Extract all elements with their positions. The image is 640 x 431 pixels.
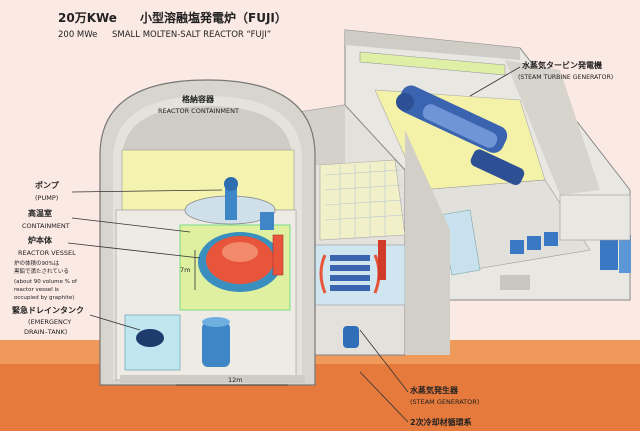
ground bbox=[0, 360, 640, 431]
vessel-note-2: 黒鉛で満たされている bbox=[14, 267, 69, 275]
drain-label-en-1: (EMERGENCY bbox=[28, 318, 71, 326]
vessel-label-jp: 炉本体 bbox=[28, 235, 53, 245]
secondary-loop-label-jp: 2次冷却材循環系 bbox=[410, 417, 472, 427]
sg-label-jp: 水蒸気発生器 bbox=[409, 385, 459, 395]
vessel-label-en: REACTOR VESSEL bbox=[18, 249, 76, 257]
turbine-label-jp: 水蒸気タービン発電機 bbox=[521, 60, 602, 70]
containment-label-en: REACTOR CONTAINMENT bbox=[158, 107, 239, 115]
title-name-jp: 小型溶融塩発電炉（FUJI） bbox=[140, 10, 287, 25]
vessel-note-5: occupied by graphite) bbox=[14, 295, 74, 301]
pump-label-jp: ポンプ bbox=[35, 180, 60, 190]
title-name-en: SMALL MOLTEN-SALT REACTOR “FUJI” bbox=[112, 30, 271, 40]
title-power-en: 200 MWe bbox=[58, 30, 97, 40]
pump-label-en: (PUMP) bbox=[35, 194, 58, 202]
containment-label-jp: 格納容器 bbox=[182, 94, 215, 104]
dim-7m: 7m bbox=[180, 266, 190, 274]
reactor-containment bbox=[99, 79, 316, 386]
drain-label-en-2: DRAIN–TANK) bbox=[24, 328, 67, 336]
drain-label-jp: 緊急ドレインタンク bbox=[12, 305, 84, 315]
leader-lines bbox=[67, 66, 521, 423]
title-power-jp: 20万KWe bbox=[58, 11, 117, 25]
hotcell-label-jp: 高温室 bbox=[28, 208, 52, 218]
turbine-label-en: (STEAM TURBINE GENERATOR) bbox=[518, 74, 613, 81]
vessel-note-4: reactor vessel is bbox=[14, 287, 59, 293]
dim-12m: 12m bbox=[228, 376, 243, 384]
vessel-note-1: 炉の体積の90%は bbox=[14, 259, 60, 267]
sg-label-en: (STEAM GENERATOR) bbox=[410, 398, 479, 406]
hotcell-label-en: CONTAINMENT bbox=[22, 222, 70, 230]
vessel-note-3: (about 90 volume % of bbox=[14, 279, 78, 285]
